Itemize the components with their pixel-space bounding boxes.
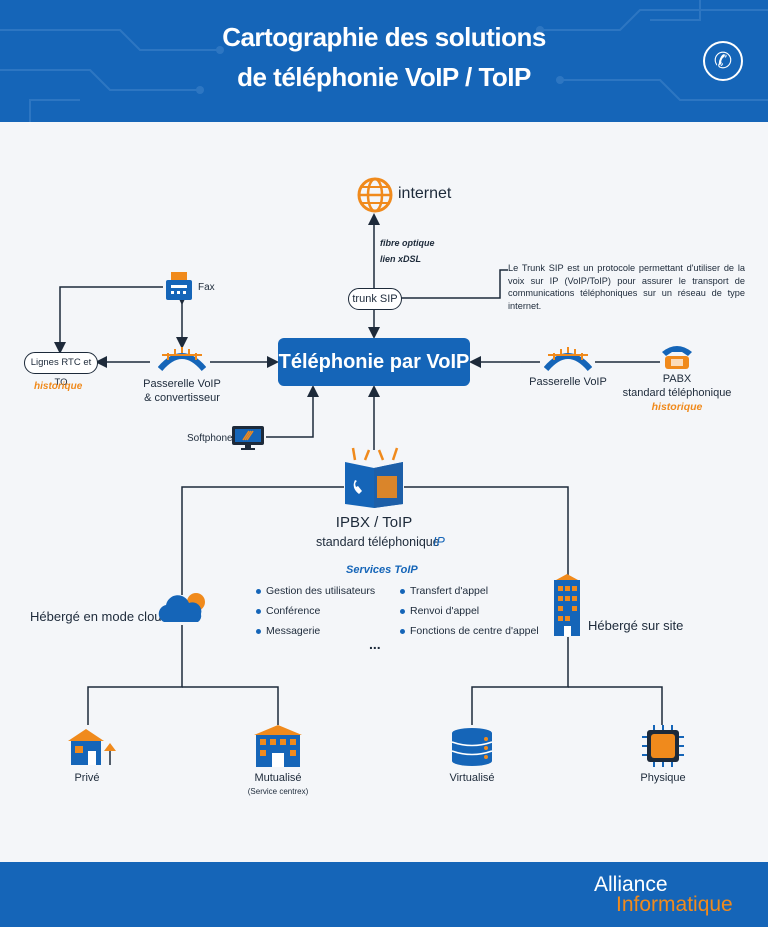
- pabx-label: PABX: [662, 373, 692, 385]
- virtualise-label: Virtualisé: [449, 772, 495, 784]
- mutualise-label: Mutualisé: [254, 772, 302, 784]
- page-title-line2: de téléphonie VoIP / ToIP: [237, 62, 531, 92]
- ipbx-sub-label: standard téléphonique: [316, 535, 440, 549]
- list-item: Messagerie: [256, 625, 375, 645]
- passerelle-left-label-1: Passerelle VoIP: [143, 378, 221, 390]
- softphone-label: Softphone: [187, 433, 233, 444]
- bridge-icon: [157, 347, 207, 376]
- ipbx-label: IPBX / ToIP: [335, 514, 413, 531]
- physique-label: Physique: [640, 772, 686, 784]
- services-title: Services ToIP: [346, 564, 418, 576]
- list-item: Renvoi d'appel: [400, 605, 539, 625]
- telephonie-voip-box: Téléphonie par VoIP: [278, 338, 470, 386]
- page-title-line1: Cartographie des solutions: [222, 22, 546, 52]
- brand-logo-line2[interactable]: Informatique: [616, 893, 733, 916]
- services-right-list: Transfert d'appel Renvoi d'appel Fonctio…: [400, 585, 539, 645]
- internet-label: internet: [398, 185, 452, 202]
- xdsl-label: lien xDSL: [380, 254, 422, 264]
- footer-banner: [0, 862, 768, 927]
- globe-icon: [356, 176, 394, 219]
- passerelle-right-label: Passerelle VoIP: [529, 376, 607, 388]
- site-label: Hébergé sur site: [588, 618, 684, 633]
- building-icon: [552, 574, 582, 641]
- lignes-rtc-node: Lignes RTC et TO: [24, 352, 98, 388]
- mutualise-sub-label: (Service centrex): [247, 787, 309, 796]
- pabx-historique-label: historique: [651, 401, 703, 413]
- cloud-label: Hébergé en mode cloud: [30, 609, 169, 624]
- list-item: Fonctions de centre d'appel: [400, 625, 539, 645]
- house-icon: [66, 727, 120, 772]
- pabx-sub-label: standard téléphonique: [622, 387, 732, 399]
- ipbx-ip-label: IP: [433, 535, 445, 549]
- fax-icon: [165, 272, 193, 307]
- list-item: Gestion des utilisateurs: [256, 585, 375, 605]
- brand-logo-line1[interactable]: Alliance: [594, 873, 668, 896]
- list-item: Conférence: [256, 605, 375, 625]
- circuit-pattern: [0, 0, 768, 122]
- passerelle-left-label-2: & convertisseur: [144, 392, 220, 404]
- apartment-icon: [252, 725, 304, 772]
- trunk-sip-note: Le Trunk SIP est un protocole permettant…: [508, 263, 745, 311]
- lignes-historique-label: historique: [34, 381, 83, 392]
- bridge-icon: [543, 347, 593, 376]
- services-ellipsis: ...: [369, 636, 381, 652]
- phone-icon: ✆: [703, 41, 743, 81]
- fax-label: Fax: [198, 282, 215, 293]
- services-left-list: Gestion des utilisateurs Conférence Mess…: [256, 585, 375, 645]
- monitor-icon: [231, 425, 265, 456]
- cloud-icon: [156, 590, 210, 631]
- trunk-sip-node: trunk SIP: [348, 288, 402, 310]
- database-icon: [450, 727, 494, 772]
- fibre-label: fibre optique: [380, 238, 435, 248]
- chip-icon: [642, 725, 684, 772]
- header-banner: Cartographie des solutions de téléphonie…: [0, 0, 768, 122]
- list-item: Transfert d'appel: [400, 585, 539, 605]
- desk-phone-icon: [660, 344, 694, 375]
- ipbx-box-icon: [343, 446, 405, 513]
- prive-label: Privé: [74, 772, 100, 784]
